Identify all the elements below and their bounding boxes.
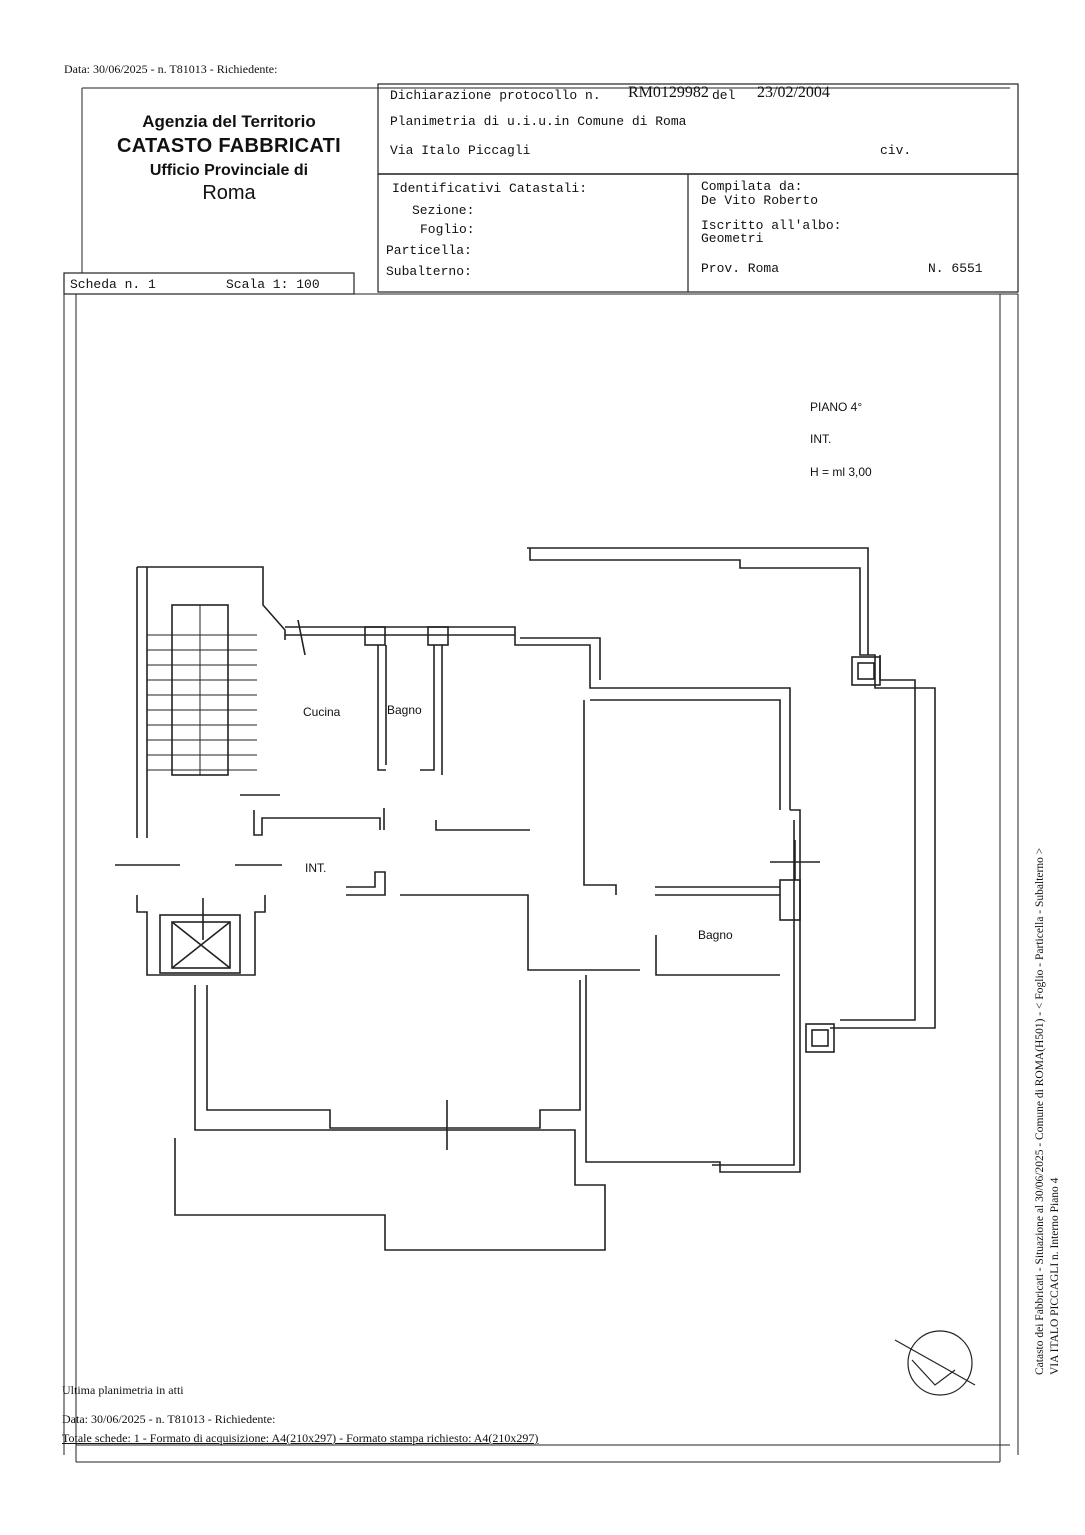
declaration-date: 23/02/2004 [757,84,830,101]
registration-number: N. 6551 [928,261,983,276]
compiler-name: De Vito Roberto [701,193,819,208]
agency-name: Agenzia del Territorio [142,112,316,131]
side-cadastral-text: Catasto dei Fabbricati - Situazione al 3… [1033,848,1063,1375]
scheda-label: Scheda n. 1 [70,277,156,292]
albo-title: Iscritto all'albo: [701,218,842,233]
room-label-int: INT. [305,861,327,875]
agency-city: Roma [202,182,256,204]
interior-label: INT. [810,432,832,446]
subalterno-label: Subalterno: [386,264,472,279]
street-address: Via Italo Piccagli [390,143,531,158]
north-arrow [894,1330,976,1396]
declaration-label: Dichiarazione protocollo n. [390,88,601,103]
particella-label: Particella: [386,243,472,258]
header-request-line: Data: 30/06/2025 - n. T81013 - Richieden… [64,62,278,76]
room-label-bagno: Bagno [387,703,422,717]
identifiers-title: Identificativi Catastali: [392,181,588,196]
plan-description: Planimetria di u.i.u.in Comune di Roma [390,114,687,129]
room-label-cucina: Cucina [303,705,341,719]
floor-label: PIANO 4° [810,400,863,414]
agency-office: CATASTO FABBRICATI [117,135,341,157]
side-text-line-2: VIA ITALO PICCAGLI n. Interno Piano 4 [1049,1177,1061,1375]
footer-format-line: Totale schede: 1 - Formato di acquisizio… [62,1431,539,1445]
footer-request-line: Data: 30/06/2025 - n. T81013 - Richieden… [62,1412,276,1426]
agency-block: Agenzia del Territorio CATASTO FABBRICAT… [84,112,374,205]
header-boxes [63,83,1019,295]
compiler-title: Compilata da: [701,179,803,194]
province-label: Prov. Roma [701,261,780,276]
protocol-number: RM0129982 [628,84,709,101]
building-walls [115,547,936,1251]
agency-sub: Ufficio Provinciale di [149,162,309,179]
albo-name: Geometri [701,231,764,246]
civic-label: civ. [880,143,912,158]
declaration-del: del [712,88,736,103]
foglio-label: Foglio: [420,222,475,237]
height-label: H = ml 3,00 [810,465,872,479]
sezione-label: Sezione: [412,203,475,218]
last-plan-note: Ultima planimetria in atti [62,1383,184,1397]
side-text-line-1: Catasto dei Fabbricati - Situazione al 3… [1034,847,1046,1375]
room-label-bagno-2: Bagno [698,928,733,942]
scale-label: Scala 1: 100 [226,277,320,292]
